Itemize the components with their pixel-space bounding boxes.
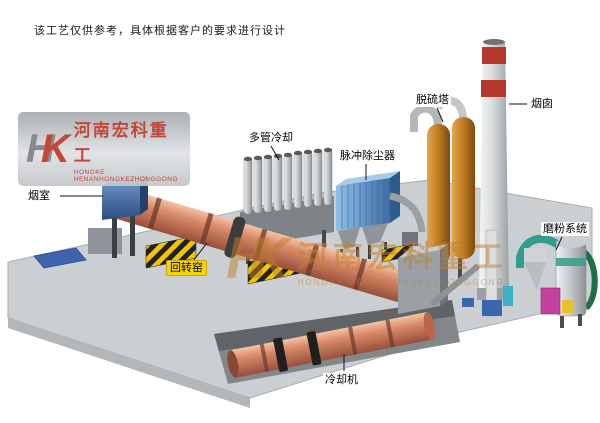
label-chimney: 烟囱 (529, 97, 555, 111)
label-rotary-kiln: 回转窑 (166, 260, 207, 276)
grinding-system-shape (516, 234, 598, 328)
logo-hk-mark: HK (26, 129, 70, 169)
leader-lines (60, 103, 563, 371)
disclaimer-text: 该工艺仅供参考，具体根据客户的要求进行设计 (34, 25, 286, 37)
logo-company-name-en: HONGKE HENANHONGKEZHONGGONG (73, 168, 179, 183)
label-multi-tube-cooler: 多管冷却 (247, 131, 295, 145)
company-logo: HK 河南宏科重工 HONGKE HENANHONGKEZHONGGONG (18, 112, 190, 186)
blue-pad (33, 247, 87, 269)
label-grinding-system: 磨粉系统 (541, 222, 589, 236)
logo-letter-h: H (26, 127, 55, 171)
kiln-discharge-hood (398, 244, 480, 314)
label-desulfurization-tower: 脱硫塔 (414, 93, 451, 107)
label-cooling-machine: 冷却机 (323, 373, 360, 387)
logo-letter-k: K (40, 127, 70, 171)
bucket-elevator-shape (482, 229, 513, 317)
logo-company-name-cn: 河南宏科重工 (73, 120, 169, 165)
label-pulse-dust-collector: 脉冲除尘器 (338, 149, 397, 163)
pulse-dust-collector-shape (336, 171, 426, 263)
label-smoke-chamber: 烟室 (26, 189, 52, 203)
cooling-machine-shape (227, 312, 435, 378)
